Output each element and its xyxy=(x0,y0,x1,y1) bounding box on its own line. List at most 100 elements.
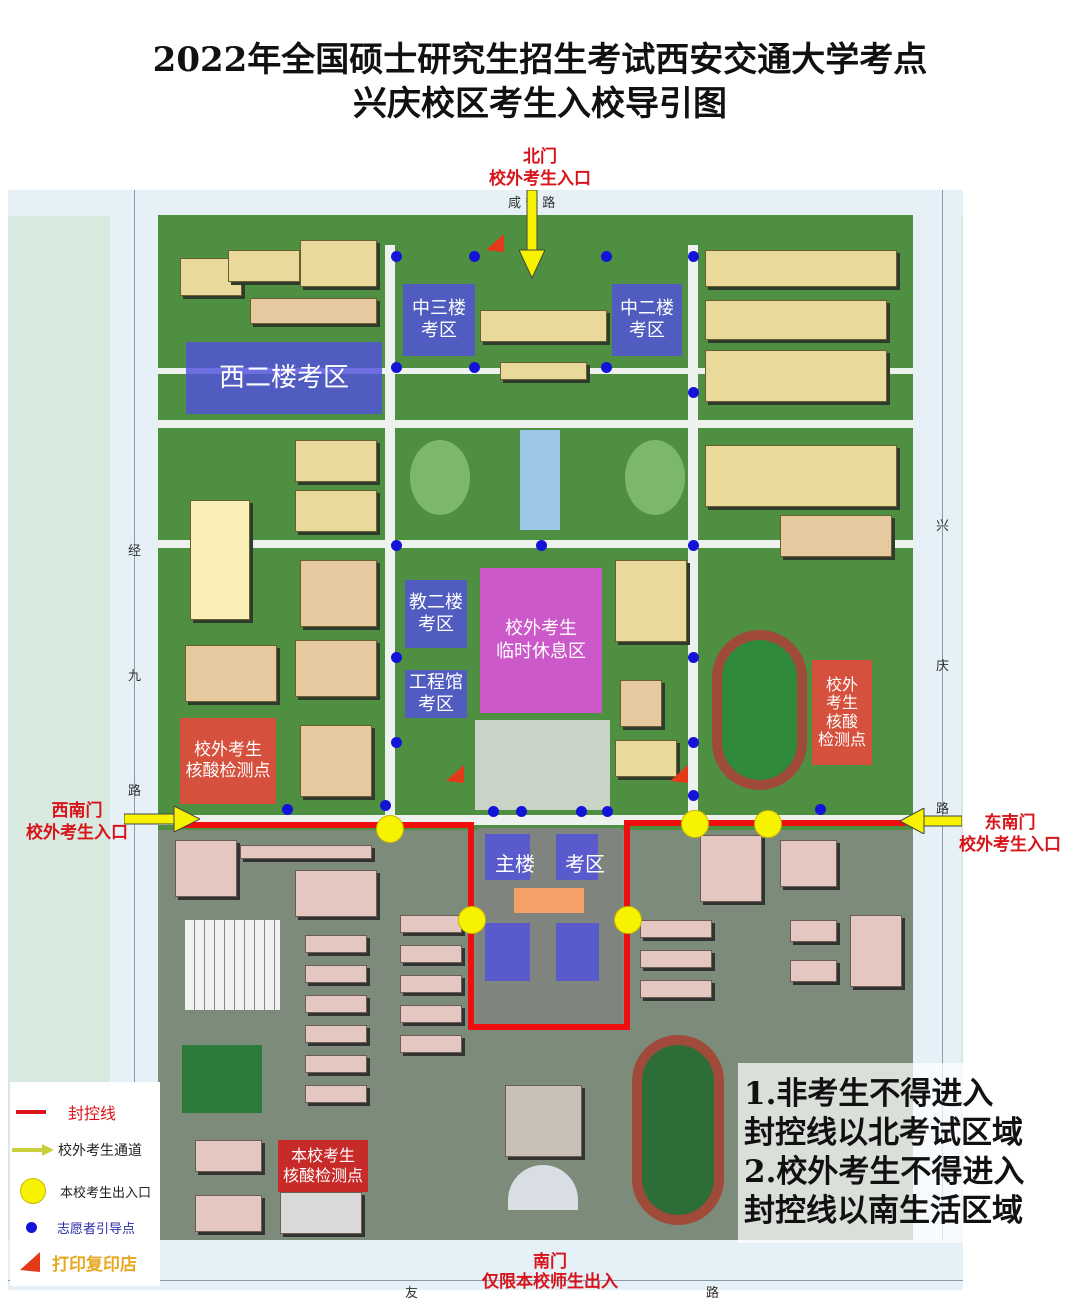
volunteer-point xyxy=(688,652,699,663)
legend-item-print-shop: 打印复印店 xyxy=(20,1250,137,1275)
zone-mid2-building: 中二楼 考区 xyxy=(612,284,682,356)
building xyxy=(615,560,687,642)
yellow-circle-icon xyxy=(20,1178,46,1204)
test-east-label-1: 校外 xyxy=(825,674,858,694)
notice-line-1: 1.非考生不得进入 xyxy=(744,1076,994,1112)
building xyxy=(300,725,372,797)
volunteer-point xyxy=(688,387,699,398)
zone-mid3-label-1: 中三楼 xyxy=(412,297,466,319)
building xyxy=(185,645,277,702)
building xyxy=(400,945,462,963)
local-entrance-2 xyxy=(458,906,486,934)
building xyxy=(705,250,897,287)
building xyxy=(240,845,372,859)
gate-west-south-note: 校外考生入口 xyxy=(26,823,128,844)
building xyxy=(640,980,712,998)
volunteer-point xyxy=(576,806,587,817)
red-triangle-icon xyxy=(20,1251,40,1272)
control-line-main-south xyxy=(468,1024,628,1030)
gate-east-south-name: 东南门 xyxy=(984,813,1036,833)
zone-edu2-building: 教二楼 考区 xyxy=(405,580,467,648)
path xyxy=(158,815,913,825)
main-building-center xyxy=(514,888,584,913)
path xyxy=(158,420,913,428)
building xyxy=(850,915,902,987)
notice-line-3: 2.校外考生不得进入 xyxy=(744,1154,1025,1190)
south-road-centerline xyxy=(8,1280,963,1281)
building xyxy=(400,915,462,933)
local-entrance-5 xyxy=(754,810,782,838)
legend-label: 本校考生出入口 xyxy=(60,1185,152,1201)
legend-label: 封控线 xyxy=(68,1104,117,1123)
main-building-wing-nw xyxy=(485,834,530,880)
building xyxy=(305,965,367,983)
football-field xyxy=(722,640,797,780)
volunteer-point xyxy=(391,652,402,663)
building xyxy=(228,250,300,282)
east-road-label-1: 兴 xyxy=(936,519,950,534)
east-road-label-2: 庆 xyxy=(936,659,950,674)
zone-main-label-1: 主楼 xyxy=(495,852,535,876)
test-local-label-1: 本校考生 xyxy=(290,1146,355,1165)
zone-west2-building: 西二楼考区 xyxy=(186,342,382,414)
zone-main-label-2: 考区 xyxy=(565,852,605,876)
rest-area-label-1: 校外考生 xyxy=(505,618,577,639)
notice-box: 1.非考生不得进入 封控线以北考试区域 2.校外考生不得进入 封控线以南生活区域 xyxy=(738,1063,1025,1243)
legend-label: 打印复印店 xyxy=(52,1255,137,1275)
building xyxy=(295,870,377,917)
print-shop-icon xyxy=(446,765,464,783)
volunteer-point xyxy=(602,806,613,817)
lawn xyxy=(625,440,685,515)
zone-test-east: 校外 考生 核酸 检测点 xyxy=(812,660,872,765)
south-road xyxy=(8,1240,963,1290)
building xyxy=(400,1035,462,1053)
test-east-label-3: 核酸 xyxy=(825,711,858,731)
building xyxy=(790,960,837,982)
volunteer-point xyxy=(488,806,499,817)
zone-main-building-label: 主楼 考区 xyxy=(480,848,620,878)
building xyxy=(280,1192,362,1234)
north-entry-arrow-icon xyxy=(519,190,545,280)
sports-field xyxy=(182,1045,262,1113)
fountain xyxy=(520,430,560,530)
legend-item-volunteer: 志愿者引导点 xyxy=(26,1218,135,1237)
legend-item-control-line: 封控线 xyxy=(16,1100,116,1124)
north-road xyxy=(8,190,963,216)
gate-north-name: 北门 xyxy=(523,147,557,167)
volunteer-point xyxy=(391,251,402,262)
gate-north-note: 校外考生入口 xyxy=(489,169,591,190)
path xyxy=(385,245,395,825)
volunteer-point xyxy=(391,737,402,748)
gate-north: 北门 校外考生入口 xyxy=(470,146,610,190)
building xyxy=(305,935,367,953)
notice-line-4: 封控线以南生活区域 xyxy=(744,1193,1023,1229)
building xyxy=(305,995,367,1013)
building xyxy=(300,240,377,287)
lawn xyxy=(410,440,470,515)
blue-dot-icon xyxy=(26,1222,37,1233)
east-road-centerline xyxy=(942,190,943,1290)
main-building-wing-sw xyxy=(485,923,530,981)
building xyxy=(705,350,887,402)
east-road-label-3: 路 xyxy=(936,802,950,817)
gate-east-south-note: 校外考生入口 xyxy=(959,835,1061,856)
building xyxy=(780,515,892,557)
west-road-label-2: 九 xyxy=(128,669,142,684)
gate-south: 南门 仅限本校师生出入 xyxy=(450,1252,650,1293)
west-road-centerline xyxy=(134,190,135,1290)
zone-engineering-label-1: 工程馆 xyxy=(409,671,463,693)
building xyxy=(705,445,897,507)
zone-engineering-building: 工程馆 考区 xyxy=(405,670,467,718)
volunteer-point xyxy=(380,800,391,811)
volunteer-point xyxy=(688,540,699,551)
building xyxy=(305,1085,367,1103)
building xyxy=(295,640,377,697)
zone-edu2-label-2: 考区 xyxy=(418,614,454,635)
gate-west-south-name: 西南门 xyxy=(51,801,103,821)
map-title-line2: 兴庆校区考生入校导引图 xyxy=(353,84,727,124)
volunteer-point xyxy=(536,540,547,551)
zone-mid2-label-1: 中二楼 xyxy=(620,297,674,319)
volunteer-point xyxy=(688,790,699,801)
path xyxy=(688,245,698,825)
volunteer-point xyxy=(601,251,612,262)
